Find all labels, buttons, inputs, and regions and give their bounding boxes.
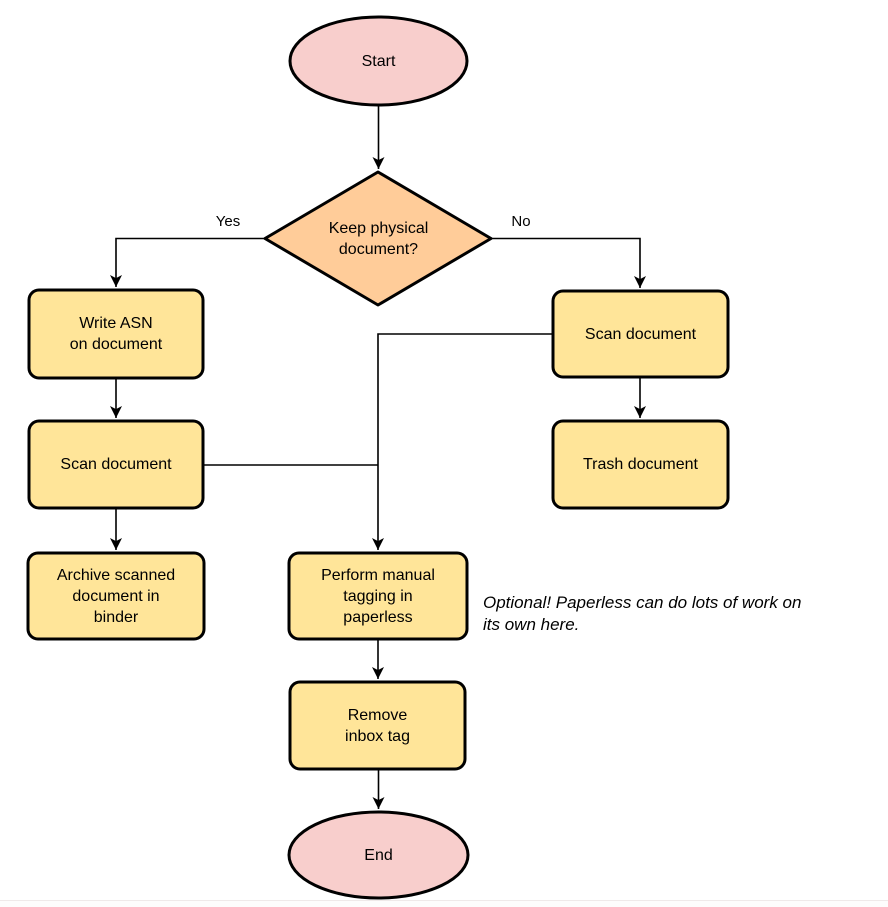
optional-annotation: Optional! Paperless can do lots of work … [483, 593, 802, 634]
edge-decision-no [491, 237, 646, 288]
page-bottom-divider [0, 900, 888, 907]
edge-decision-yes [110, 237, 265, 287]
end-terminator-shape [287, 810, 470, 900]
scan-right-box-shape [551, 289, 730, 379]
perform-tagging-box-shape [287, 551, 469, 641]
scan-left-box-shape [27, 419, 205, 510]
decision-diamond-shape [263, 170, 493, 307]
edge-scanright-to-perform [372, 333, 553, 550]
write-asn-box-shape [27, 288, 205, 380]
start-terminator-shape [288, 15, 469, 107]
archive-box-shape [26, 551, 206, 641]
remove-inbox-box-shape [288, 680, 467, 771]
trash-box-shape [551, 419, 730, 510]
